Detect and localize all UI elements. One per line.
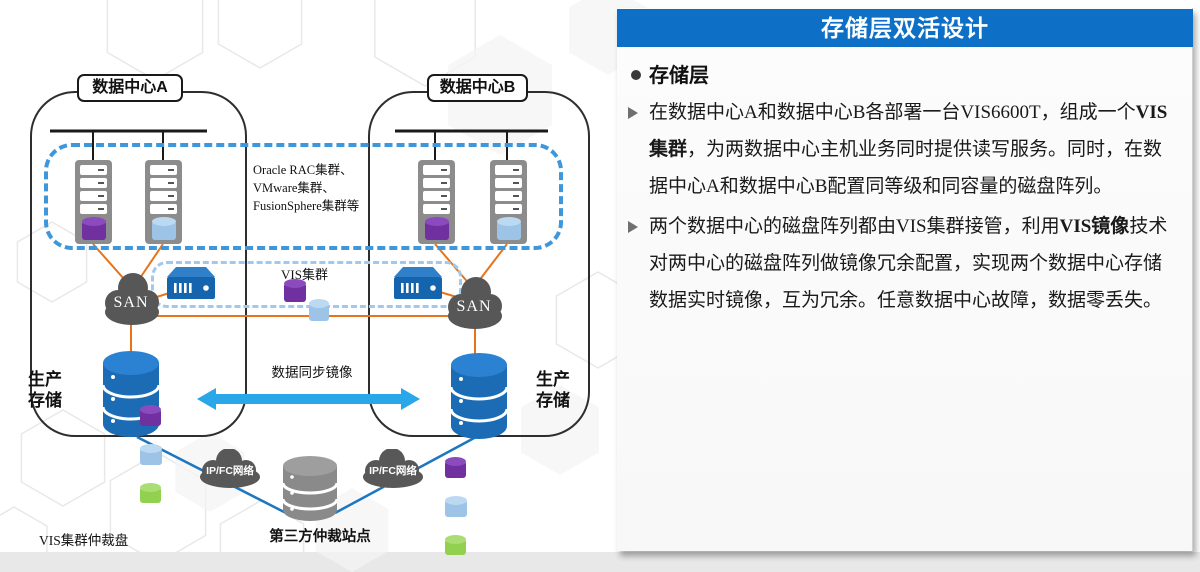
server-slot <box>423 165 450 175</box>
quorum-storage-icon <box>283 456 337 521</box>
arrow-bullet-icon <box>628 221 638 233</box>
disk-icon <box>425 217 449 240</box>
disk-icon <box>152 217 176 240</box>
host-cluster-text: Oracle RAC集群、 VMware集群、 FusionSphere集群等 <box>253 163 360 213</box>
ipfc-cloud-icon-right <box>363 449 423 488</box>
lun-blue-icon <box>445 496 467 517</box>
legend-label: VIS集群仲裁盘 <box>39 533 129 548</box>
server-rack-b1 <box>418 160 455 244</box>
lun-green-icon <box>445 535 466 555</box>
sync-arrow <box>197 388 420 410</box>
lun-blue-icon <box>140 444 162 465</box>
vis-cluster-label: VIS集群 <box>281 267 328 282</box>
vis-disk-purple-icon <box>284 279 306 302</box>
lun-green-icon <box>140 483 161 503</box>
arrow-bullet-icon <box>628 107 638 119</box>
disk-icon <box>82 217 106 240</box>
bullet-text-2: 两个数据中心的磁盘阵列都由VIS集群接管，利用VIS镜像技术对两中心的磁盘阵列做… <box>649 216 1168 311</box>
bullet-item-2: 两个数据中心的磁盘阵列都由VIS集群接管，利用VIS镜像技术对两中心的磁盘阵列做… <box>628 208 1180 319</box>
prod-storage-label-right: 生产 存储 <box>536 370 570 410</box>
bullet-list: 在数据中心A和数据中心B各部署一台VIS6600T，组成一个VIS集群，为两数据… <box>628 94 1180 322</box>
server-slot <box>80 165 107 175</box>
server-slot <box>495 191 522 201</box>
san-cloud-icon-left <box>105 273 159 325</box>
server-slot <box>495 178 522 188</box>
content-panel: 存储层双活设计 存储层 在数据中心A和数据中心B各部署一台VIS6600T，组成… <box>617 8 1193 551</box>
ipfc-label-right: IP/FC网络 <box>369 465 417 477</box>
san-label-left: SAN <box>113 294 149 311</box>
server-rack-a2 <box>145 160 182 244</box>
vis-appliance-icon-left <box>167 267 215 299</box>
datacenter-a-label: 数据中心A <box>77 74 183 102</box>
bullet-item-1: 在数据中心A和数据中心B各部署一台VIS6600T，组成一个VIS集群，为两数据… <box>628 94 1180 205</box>
lun-purple-icon <box>140 405 161 426</box>
server-slot <box>80 191 107 201</box>
server-slot <box>80 178 107 188</box>
server-slot <box>80 204 107 214</box>
server-rack-b2 <box>490 160 527 244</box>
bullet-dot-icon <box>631 70 641 80</box>
server-slot <box>495 204 522 214</box>
san-label-right: SAN <box>456 298 492 315</box>
ipfc-label-left: IP/FC网络 <box>206 465 254 477</box>
host-cluster-dashed-zone <box>44 143 563 250</box>
lun-purple-icon <box>445 457 466 478</box>
vis-appliance-icon-right <box>394 267 442 299</box>
server-slot <box>423 204 450 214</box>
bullet-text-1: 在数据中心A和数据中心B各部署一台VIS6600T，组成一个VIS集群，为两数据… <box>649 102 1168 197</box>
server-rack-a1 <box>75 160 112 244</box>
ipfc-cloud-icon-left <box>200 449 260 488</box>
server-slot <box>423 191 450 201</box>
section-heading-text: 存储层 <box>649 65 709 87</box>
server-slot <box>150 165 177 175</box>
prod-storage-label-left: 生产 存储 <box>28 370 62 410</box>
server-slot <box>150 204 177 214</box>
section-heading: 存储层 <box>631 59 709 88</box>
disk-icon <box>497 217 521 240</box>
vis-disk-blue-icon <box>309 299 329 321</box>
server-slot <box>423 178 450 188</box>
sync-arrow-label: 数据同步镜像 <box>271 365 353 380</box>
server-slot <box>495 165 522 175</box>
panel-title: 存储层双活设计 <box>617 9 1193 47</box>
storage-array-icon-right <box>451 353 507 439</box>
third-party-site-label: 第三方仲裁站点 <box>269 529 371 545</box>
server-slot <box>150 178 177 188</box>
server-slot <box>150 191 177 201</box>
vis-cluster-dashed-zone <box>151 261 462 308</box>
datacenter-b-label: 数据中心B <box>427 74 528 102</box>
san-cloud-icon-right <box>448 277 502 329</box>
